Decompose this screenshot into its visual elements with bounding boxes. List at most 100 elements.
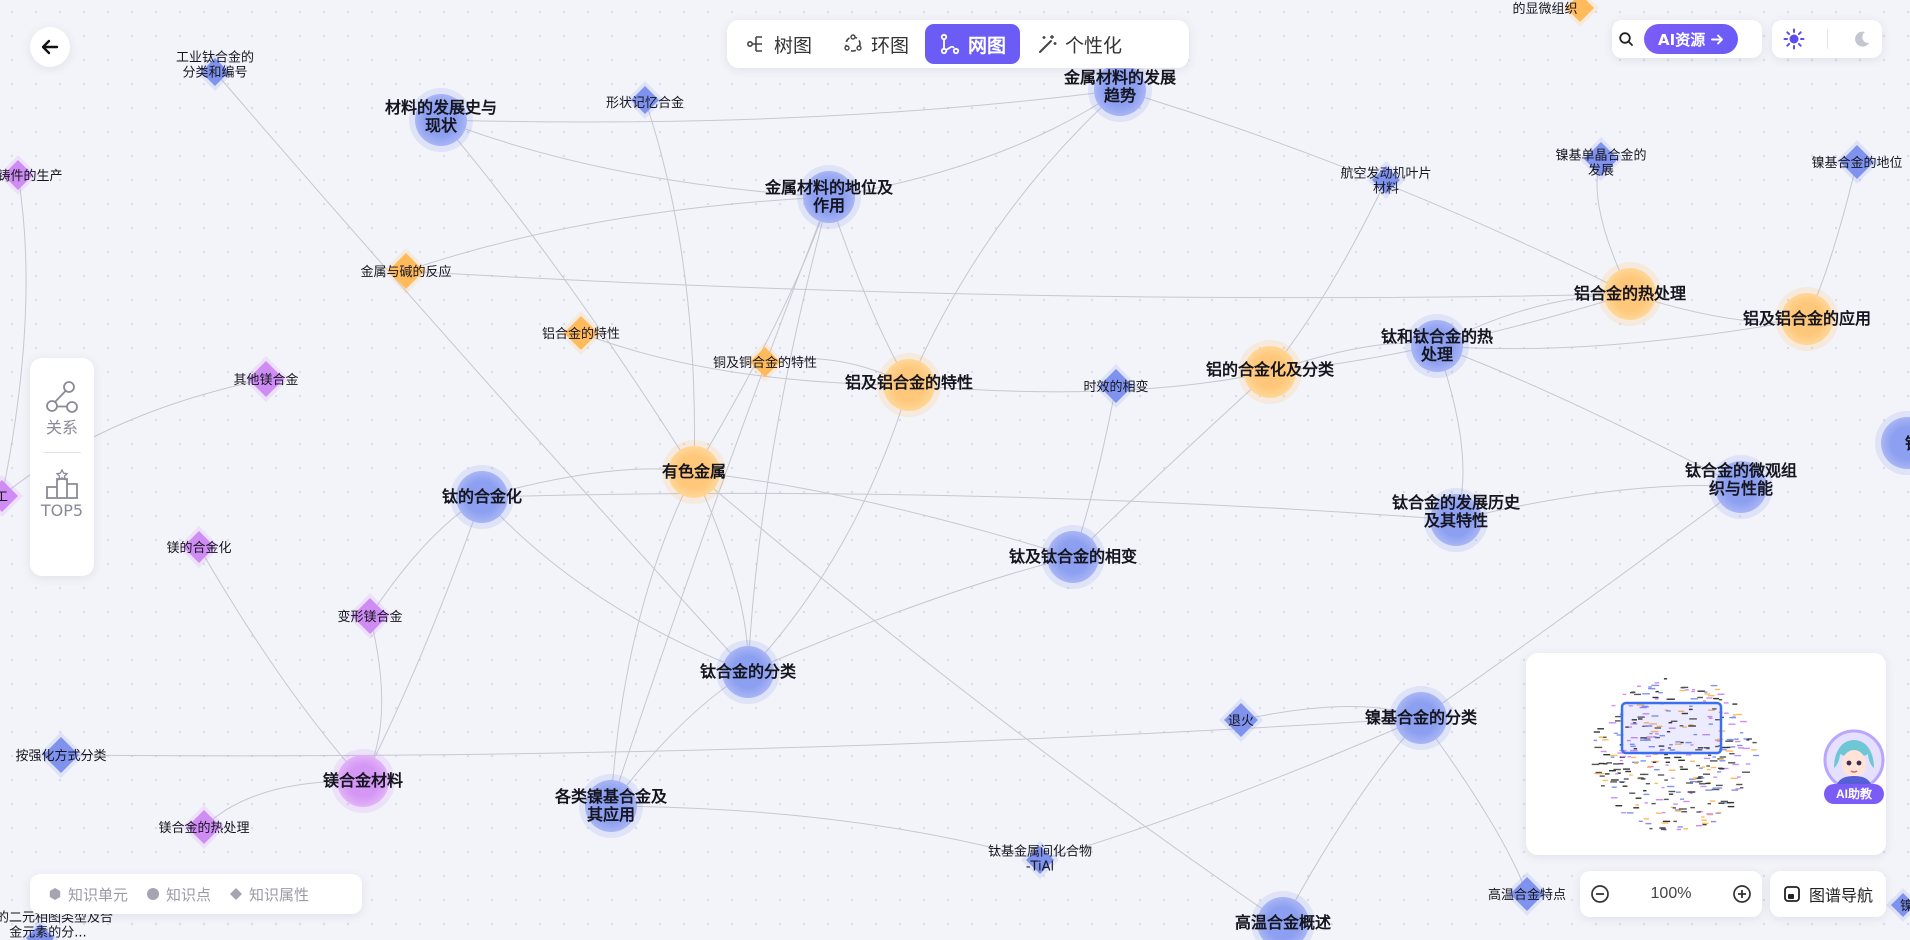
graph-node-point[interactable]: 镍基合金的分类 — [1365, 686, 1478, 750]
minimap-node — [1701, 816, 1705, 818]
minimap-node — [1661, 786, 1665, 789]
minimap-node — [1622, 785, 1628, 787]
graph-node-attribute[interactable]: 变形镁合金 — [337, 593, 403, 639]
graph-node-point[interactable]: 材料的发展史与现状 — [385, 88, 497, 152]
minimap-node — [1683, 800, 1690, 803]
minimap-node — [1726, 738, 1734, 741]
graph-node-attribute[interactable]: 的显微组织 — [1512, 0, 1599, 27]
graph-node-attribute[interactable]: 其他镁合金 — [233, 356, 299, 402]
graph-node-attribute[interactable]: 镁合金的热处理 — [158, 805, 250, 849]
network-icon — [940, 33, 960, 55]
minimap-node — [1691, 690, 1695, 693]
graph-node-point[interactable]: 铝及铝合金的应用 — [1743, 287, 1871, 351]
graph-node-attribute[interactable]: 退火 — [1219, 698, 1263, 742]
graph-node-point[interactable]: 铝合金的热处理 — [1574, 262, 1686, 326]
graph-node-point[interactable]: 各类镍基合金及其应用 — [554, 774, 668, 838]
legend-knowledge-unit[interactable]: 知识单元 — [48, 884, 128, 905]
zoom-out-icon[interactable] — [1590, 884, 1610, 904]
minimap-node — [1640, 773, 1645, 776]
graph-node-attribute[interactable]: 形状记忆合金 — [606, 81, 684, 119]
hexagon-icon — [49, 888, 61, 900]
minimap-node — [1689, 778, 1694, 780]
minimap-viewport[interactable] — [1620, 701, 1723, 755]
node-diamond — [1099, 369, 1133, 403]
minimap-node — [1702, 823, 1707, 826]
graph-node-point[interactable]: 钛和钛合金的热处理 — [1381, 314, 1493, 378]
graph-node-point[interactable]: 钛合金的发展历史及其特性 — [1392, 488, 1521, 552]
legend-knowledge-point[interactable]: 知识点 — [146, 884, 211, 905]
graph-node-attribute[interactable]: 铜及铜合金的特性 — [713, 342, 817, 382]
minimap-node — [1719, 758, 1724, 760]
graph-node-point[interactable]: 有色金属 — [662, 440, 726, 504]
minimap-node — [1629, 774, 1633, 776]
graph-navigation-button[interactable]: 图谱导航 — [1770, 871, 1886, 917]
ai-tutor-button[interactable]: AI助教 — [1822, 728, 1886, 808]
tab-personalize[interactable]: 个性化 — [1022, 24, 1136, 64]
graph-node-attribute[interactable]: 镍基单晶合金的发展 — [1555, 137, 1647, 181]
node-label: 铜及铜合金的特性 — [713, 355, 817, 371]
minimap-node — [1729, 753, 1735, 755]
view-mode-tabs: 树图 环图 网图 个性化 — [727, 20, 1189, 68]
node-circle — [415, 94, 467, 146]
graph-node-point[interactable]: 钛合金的分类 — [700, 640, 797, 704]
graph-node-point[interactable]: 金属材料的地位及作用 — [764, 165, 894, 229]
sun-icon[interactable] — [1783, 28, 1805, 50]
relation-button[interactable]: 关系 — [44, 380, 80, 438]
graph-node-point[interactable]: 钛的合金化 — [442, 465, 522, 529]
minimap-node — [1644, 738, 1650, 740]
minimap-node — [1637, 685, 1641, 687]
graph-node-attribute[interactable]: 时效的相变 — [1083, 364, 1149, 408]
node-label: 钛基金属间化合物-TiAl — [988, 844, 1092, 875]
graph-node-attribute[interactable]: 铸件的生产 — [0, 155, 63, 195]
search-icon[interactable] — [1618, 31, 1634, 47]
tree-icon — [746, 36, 762, 52]
graph-edge — [747, 556, 1074, 673]
graph-node-attribute[interactable]: 航空发动机叶片材料 — [1340, 161, 1432, 199]
minimap-node — [1728, 723, 1736, 725]
legend-knowledge-attribute[interactable]: 知识属性 — [229, 884, 309, 905]
minimap-node — [1735, 740, 1741, 743]
minimap-node — [1668, 790, 1676, 793]
graph-edge — [693, 471, 1284, 924]
graph-node-point[interactable]: 铝及铝合金的特性 — [845, 353, 973, 417]
graph-node-point[interactable]: 金属材料的发展趋势 — [1063, 58, 1177, 122]
graph-node-point[interactable]: 高温合金概述 — [1235, 891, 1331, 940]
graph-node-point[interactable]: 钛合金的微观组织与性能 — [1685, 455, 1797, 519]
graph-node-attribute[interactable]: 铝合金的特性 — [542, 311, 620, 355]
graph-node-attribute[interactable]: 钛的二元相图类型及合金元素的分... — [0, 910, 113, 940]
graph-node-attribute[interactable]: 镍镀 — [1886, 888, 1910, 922]
minimap-node — [1611, 797, 1618, 799]
ai-resource-button[interactable]: AI资源 — [1644, 24, 1739, 54]
minimap-node — [1746, 739, 1750, 741]
graph-node-attribute[interactable]: 镁的合金化 — [166, 526, 232, 568]
graph-node-attribute[interactable]: 高温合金特点 — [1488, 872, 1566, 916]
node-circle — [1257, 897, 1309, 940]
graph-node-attribute[interactable]: 的加工 — [0, 475, 23, 517]
back-button[interactable] — [30, 27, 70, 67]
minimap-node — [1591, 763, 1600, 766]
tab-tree[interactable]: 树图 — [731, 24, 826, 64]
top5-button[interactable]: TOP5 — [41, 467, 83, 520]
graph-node-attribute[interactable]: 金属与碱的反应 — [360, 248, 452, 294]
minimap-node — [1634, 762, 1639, 764]
moon-icon[interactable] — [1851, 29, 1871, 49]
tab-ring[interactable]: 环图 — [828, 24, 923, 64]
graph-node-attribute[interactable]: 钛基金属间化合物-TiAl — [988, 841, 1092, 879]
graph-node-point[interactable]: 镁合金材料 — [323, 749, 403, 813]
minimap-node — [1655, 799, 1664, 801]
zoom-in-icon[interactable] — [1732, 884, 1752, 904]
minimap-node — [1706, 765, 1710, 767]
node-diamond — [631, 86, 659, 114]
minimap-node — [1666, 731, 1671, 733]
graph-node-point[interactable]: 钛 — [1875, 411, 1910, 475]
graph-node-point[interactable]: 铝的合金化及分类 — [1206, 340, 1335, 404]
graph-node-point[interactable]: 钛及钛合金的相变 — [1009, 525, 1137, 589]
node-label: 钛及钛合金的相变 — [1009, 547, 1137, 566]
minimap-node — [1747, 738, 1752, 740]
tab-network[interactable]: 网图 — [925, 24, 1021, 64]
minimap[interactable] — [1526, 653, 1886, 855]
graph-node-attribute[interactable]: 按强化方式分类 — [15, 732, 107, 778]
graph-node-attribute[interactable]: 工业钛合金的分类和编号 — [176, 50, 254, 92]
graph-node-attribute[interactable]: 镍基合金的地位 — [1811, 140, 1903, 184]
